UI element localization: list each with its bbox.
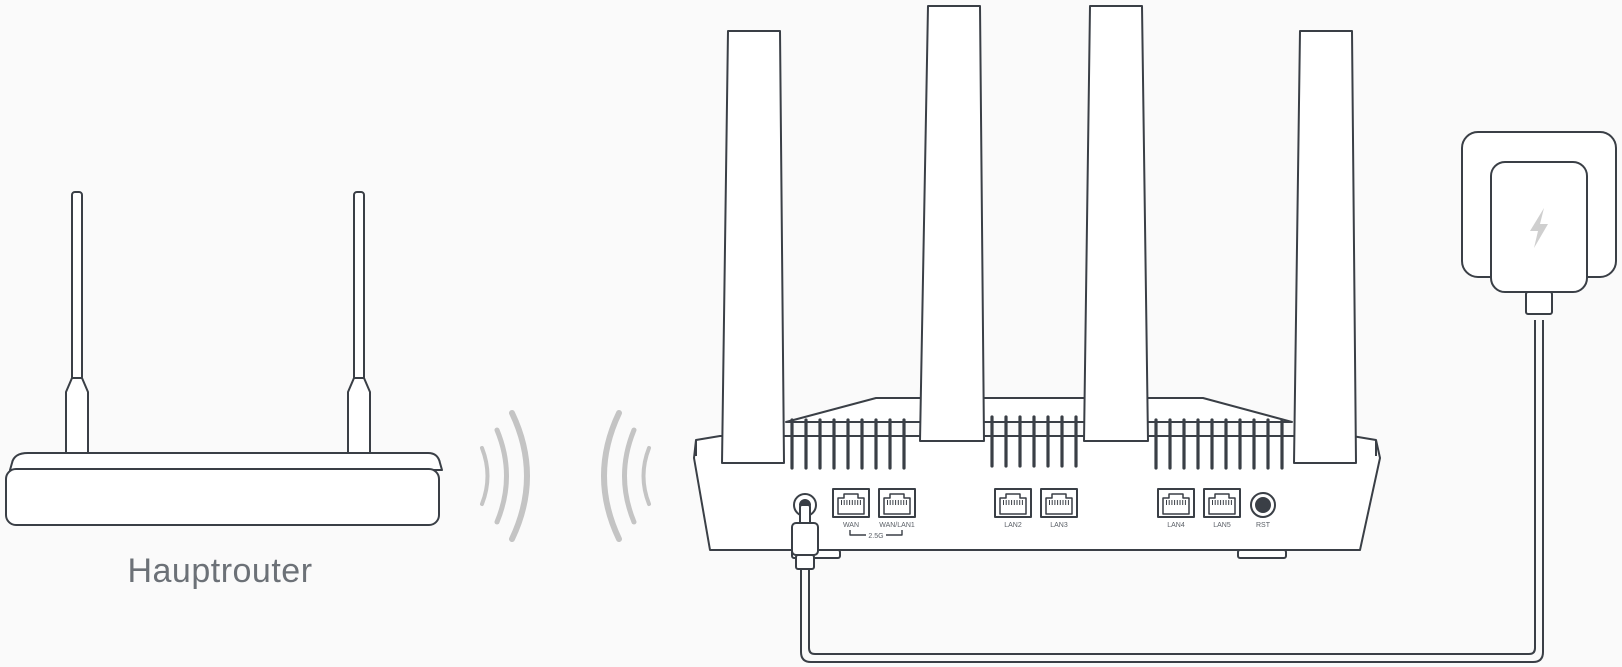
main-router-antenna-right bbox=[347, 191, 371, 456]
main-router-antenna-left bbox=[65, 191, 89, 456]
mesh-router bbox=[693, 5, 1381, 559]
mesh-router-antenna-2 bbox=[919, 5, 985, 442]
port-label-lan2: LAN2 bbox=[1004, 522, 1022, 529]
main-router bbox=[5, 191, 443, 526]
port-socket bbox=[837, 493, 865, 515]
mesh-router-antenna-1 bbox=[721, 30, 785, 464]
speed-bracket bbox=[849, 530, 903, 536]
ethernet-port-lan3 bbox=[1040, 488, 1078, 518]
main-router-body bbox=[9, 452, 443, 471]
dc-plug bbox=[791, 504, 819, 570]
port-socket bbox=[1162, 493, 1190, 515]
mesh-router-top-shell bbox=[785, 397, 1293, 423]
power-cable bbox=[800, 320, 1544, 663]
signal-icon-outgoing bbox=[480, 410, 530, 542]
port-socket bbox=[999, 493, 1027, 515]
vent-slots bbox=[790, 415, 1284, 470]
ethernet-port-lan2 bbox=[994, 488, 1032, 518]
port-label-rst: RST bbox=[1256, 522, 1271, 529]
port-label-lan5: LAN5 bbox=[1213, 522, 1231, 529]
port-label-lan3: LAN3 bbox=[1050, 522, 1068, 529]
ethernet-port-lan4 bbox=[1157, 488, 1195, 518]
port-label-lan4: LAN4 bbox=[1167, 522, 1185, 529]
reset-button bbox=[1250, 492, 1276, 518]
main-router-label: Hauptrouter bbox=[127, 552, 313, 590]
ethernet-port-wan-lan1 bbox=[878, 488, 916, 518]
mesh-router-antenna-4 bbox=[1293, 30, 1357, 464]
main-router-base bbox=[5, 468, 440, 526]
port-label-speed: 2.5G bbox=[868, 533, 883, 540]
port-socket bbox=[883, 493, 911, 515]
mesh-router-foot-right bbox=[1237, 549, 1287, 559]
port-label-wan: WAN bbox=[843, 522, 859, 529]
port-socket bbox=[1208, 493, 1236, 515]
ethernet-port-lan5 bbox=[1203, 488, 1241, 518]
lightning-bolt-icon bbox=[1530, 208, 1548, 248]
port-label-wan-lan1: WAN/LAN1 bbox=[879, 522, 915, 529]
ethernet-port-wan bbox=[832, 488, 870, 518]
signal-icon-incoming bbox=[601, 410, 651, 542]
port-socket bbox=[1045, 493, 1073, 515]
mesh-router-antenna-3 bbox=[1083, 5, 1149, 442]
